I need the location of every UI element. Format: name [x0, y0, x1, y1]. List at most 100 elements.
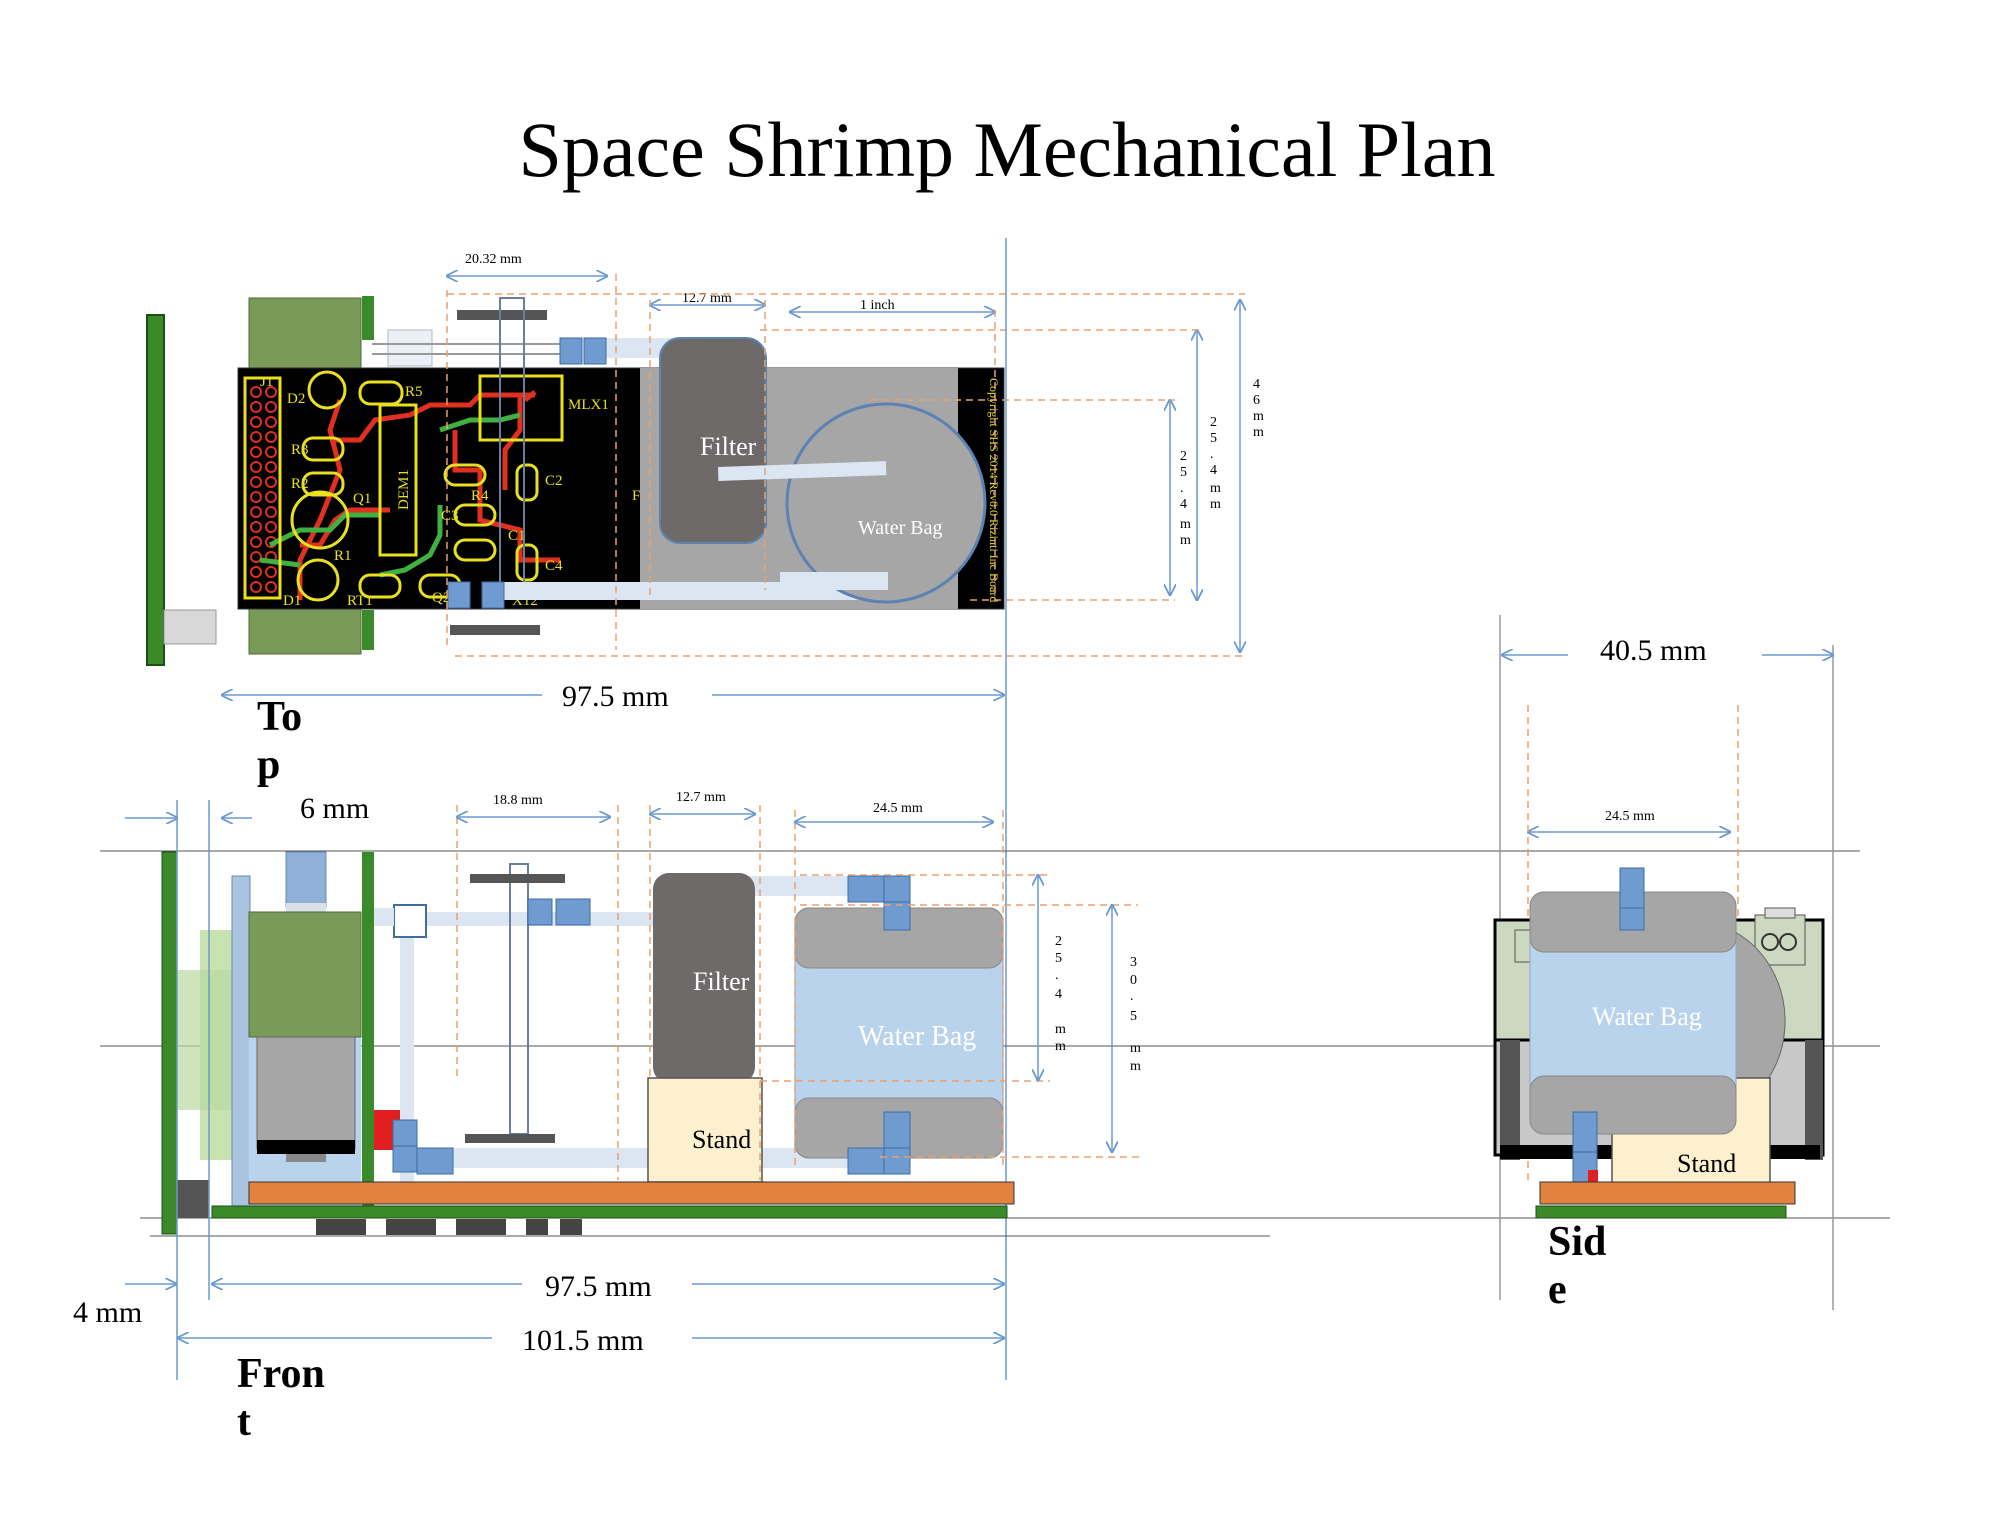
top-pcb-silkscreen: J1 D2 R5 MLX1 R3 R2 Q1 DEM1 R4 C2 C3 C1 …: [260, 374, 1001, 609]
pcb-label-j1: J1: [260, 374, 273, 390]
top-dim-1-inch: 1 inch: [860, 298, 895, 313]
front-foot-1: [316, 1219, 366, 1235]
front-bag-fitting-5: [883, 1147, 911, 1175]
side-fitting-top-1: [1619, 867, 1645, 909]
front-dim-h254-0: 2: [1055, 934, 1062, 949]
top-dim-h-mid-5: m: [1210, 497, 1221, 512]
top-dim-97-5: 97.5 mm: [562, 680, 669, 713]
front-pcb-side: [362, 852, 374, 1212]
front-foot-3: [456, 1219, 506, 1235]
side-stand-label: Stand: [1677, 1149, 1736, 1178]
header-pin: [265, 431, 277, 443]
top-dim-h-mid-4: m: [1210, 481, 1221, 496]
header-pin: [250, 431, 262, 443]
front-connector-ghost-2: [177, 970, 232, 1110]
front-dim-h305-3: 5: [1130, 1009, 1137, 1024]
front-port: [177, 1180, 209, 1218]
side-view-label-line1: Sid: [1548, 1219, 1607, 1265]
side-view-label-line2: e: [1548, 1267, 1567, 1313]
header-pin: [250, 551, 262, 563]
header-pin: [250, 401, 262, 413]
front-vertical-plate: [231, 875, 251, 1207]
front-dim-24-5: 24.5 mm: [873, 801, 923, 816]
header-pin: [250, 476, 262, 488]
header-pin: [265, 566, 277, 578]
pcb-label-d1: D1: [283, 593, 301, 609]
front-dim-101-5: 101.5 mm: [522, 1324, 644, 1357]
front-foot-4: [526, 1219, 548, 1235]
header-pin: [250, 416, 262, 428]
header-pin: [265, 521, 277, 533]
top-dim-h-inner-3: 4: [1180, 497, 1187, 512]
top-dim-h-mid-1: 5: [1210, 431, 1217, 446]
front-elbow: [393, 904, 427, 938]
front-dim-h305-0: 3: [1130, 955, 1137, 970]
header-pin: [265, 476, 277, 488]
top-water-bag: [785, 402, 987, 604]
front-green-base: [211, 1205, 1008, 1219]
front-dim-h305-2: .: [1130, 989, 1134, 1004]
side-housing-left-post: [1500, 1040, 1520, 1160]
front-view-label-line2: t: [237, 1399, 251, 1445]
front-bag-fitting-3: [883, 901, 911, 931]
pcb-label-f: F: [632, 488, 640, 504]
top-connector-upper: [248, 297, 362, 369]
pcb-label-r1: R1: [334, 548, 352, 564]
pcb-label-r5: R5: [405, 384, 423, 400]
front-filter: [653, 873, 755, 1083]
top-dimensions: 20.32 mm 12.7 mm 1 inch 97.5 mm 2 5 . 4 …: [222, 252, 1264, 713]
top-view-label-line2: p: [257, 742, 281, 788]
top-dim-h-inner-1: 5: [1180, 465, 1187, 480]
side-fitting-top-2: [1619, 907, 1645, 931]
front-battery-base: [286, 1154, 326, 1162]
top-dim-h-mid-3: 4: [1210, 463, 1217, 478]
top-connector-lower: [248, 607, 362, 655]
header-pin: [265, 386, 277, 398]
top-dim-h-total-3: m: [1253, 425, 1264, 440]
top-bag-tube-1: [718, 461, 887, 481]
top-fitting-1: [559, 337, 583, 365]
pcb-label-c3: C3: [441, 508, 459, 524]
side-view-label: Sid e: [1548, 1218, 1606, 1314]
side-red-part: [1588, 1170, 1598, 1184]
side-bag-cap-bottom: [1529, 1075, 1737, 1135]
front-dim-h254-1: 5: [1055, 951, 1062, 966]
top-dim-12-7: 12.7 mm: [682, 291, 732, 306]
front-fitting-2: [555, 898, 591, 926]
top-filter-label: Filter: [700, 432, 757, 461]
pcb-label-dem1: DEM1: [396, 469, 412, 510]
top-view: J1 D2 R5 MLX1 R3 R2 Q1 DEM1 R4 C2 C3 C1 …: [146, 252, 1264, 713]
header-pin: [265, 461, 277, 473]
front-bag-fitting-6: [883, 1111, 911, 1149]
top-sensor-block: [387, 329, 433, 367]
front-top-block-cap: [286, 903, 326, 913]
header-pin: [250, 536, 262, 548]
header-pin: [250, 521, 262, 533]
front-spring-bottom: [465, 1134, 555, 1143]
front-elbow-stub: [374, 908, 394, 926]
top-water-bag-label: Water Bag: [858, 517, 942, 539]
front-filter-label: Filter: [693, 967, 750, 996]
front-dim-12-7: 12.7 mm: [676, 790, 726, 805]
top-filter: [659, 337, 767, 544]
side-green-base: [1535, 1205, 1787, 1219]
front-dimensions: 18.8 mm 12.7 mm 24.5 mm 6 mm 4 mm 97.5 m…: [73, 790, 1141, 1380]
header-pin: [265, 401, 277, 413]
front-dim-h254-5: m: [1055, 1039, 1066, 1054]
front-guides: [456, 805, 1140, 1180]
pcb-label-c4: C4: [545, 558, 563, 574]
header-pin: [265, 416, 277, 428]
header-pin: [250, 386, 262, 398]
top-dim-h-mid-2: .: [1210, 447, 1214, 462]
top-pcb-components: [243, 370, 564, 602]
pcb-label-c1: C1: [508, 528, 526, 544]
front-battery-band: [257, 1140, 355, 1154]
header-pin: [265, 446, 277, 458]
pcb-label-r3: R3: [291, 442, 309, 458]
header-pin: [265, 506, 277, 518]
front-dim-h305-4: m: [1130, 1041, 1141, 1056]
top-fitting-2: [583, 337, 607, 365]
top-connector-upper-tab: [362, 296, 374, 340]
top-dim-h-total-1: 6: [1253, 393, 1260, 408]
